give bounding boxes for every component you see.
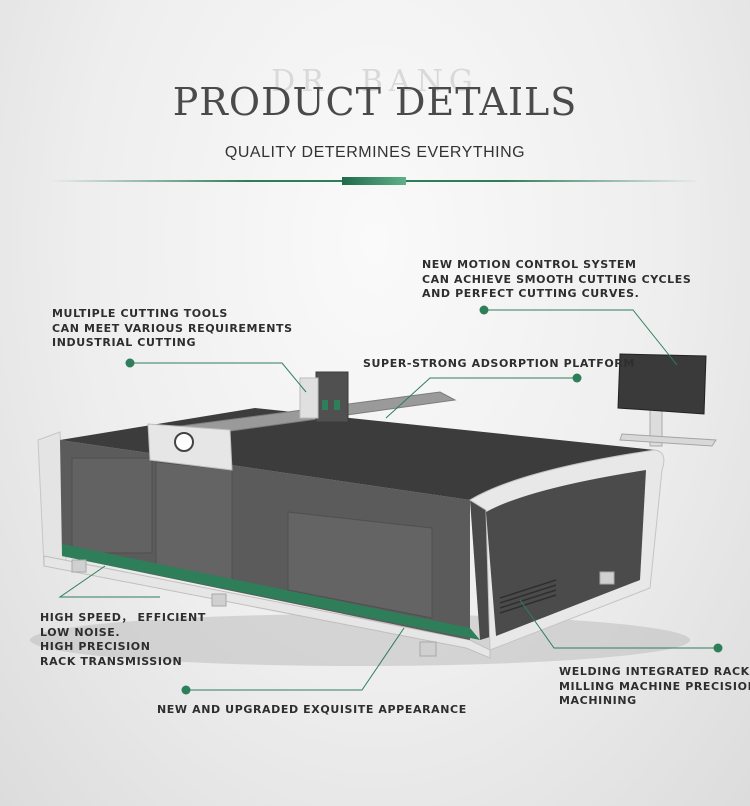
front-panel-right (287, 511, 433, 619)
callout-line: CAN ACHIEVE SMOOTH CUTTING CYCLES (422, 272, 692, 286)
callout-line: MACHINING (559, 694, 637, 707)
callout-dots (125, 305, 723, 695)
divider-accent (342, 177, 406, 185)
tool-green-b (334, 400, 340, 410)
tool-green-a (322, 400, 328, 410)
monitor-screen (617, 353, 707, 415)
front-panel-left (71, 457, 153, 554)
cutting-head-front (299, 377, 319, 419)
callout-motion-control: NEW MOTION CONTROL SYSTEM CAN ACHIEVE SM… (422, 258, 691, 302)
vent-grille (499, 579, 557, 614)
callout-line: HIGH PRECISION (40, 640, 151, 653)
callout-appearance: NEW AND UPGRADED EXQUISITE APPEARANCE (157, 703, 467, 718)
callout-line: AND PERFECT CUTTING CURVES. (422, 287, 640, 300)
leader-welding (519, 599, 718, 649)
callout-line: CAN MEET VARIOUS REQUIREMENTS (52, 321, 293, 335)
callout-welding: WELDING INTEGRATED RACK MILLING MACHINE … (559, 665, 750, 709)
keyboard-tray (619, 433, 717, 447)
callout-line: LOW NOISE. (40, 625, 121, 639)
page-title: PRODUCT DETAILS (172, 80, 578, 124)
callout-line: HIGH SPEED， EFFICIENT (40, 611, 206, 624)
callout-lines (58, 309, 718, 691)
callout-line: RACK TRANSMISSION (40, 654, 183, 668)
callout-line: NEW AND UPGRADED EXQUISITE APPEARANCE (157, 703, 467, 716)
leader-tools (130, 362, 307, 393)
callout-line: MILLING MACHINE PRECISION (559, 679, 750, 693)
cutting-head (315, 371, 349, 423)
page-subtitle: QUALITY DETERMINES EVERYTHING (224, 144, 526, 161)
callout-line: SUPER-STRONG ADSORPTION PLATFORM (363, 357, 635, 370)
callout-line: WELDING INTEGRATED RACK (559, 665, 750, 678)
leader-motion (484, 309, 678, 366)
leader-appearance (186, 627, 405, 691)
callout-adsorption: SUPER-STRONG ADSORPTION PLATFORM (363, 357, 635, 372)
callout-line: INDUSTRIAL CUTTING (52, 336, 197, 349)
leader-high-speed (58, 565, 160, 598)
callout-line: NEW MOTION CONTROL SYSTEM (422, 258, 637, 271)
callout-line: MULTIPLE CUTTING TOOLS (52, 307, 228, 320)
callout-cutting-tools: MULTIPLE CUTTING TOOLS CAN MEET VARIOUS … (52, 307, 293, 351)
callout-high-speed: HIGH SPEED， EFFICIENT LOW NOISE. HIGH PR… (40, 611, 206, 669)
brand-watermark: DR. BANG (271, 64, 479, 99)
green-strip (62, 544, 480, 640)
leader-adsorption (385, 377, 577, 419)
brand-logo (174, 432, 194, 452)
machine-feet (71, 559, 615, 657)
